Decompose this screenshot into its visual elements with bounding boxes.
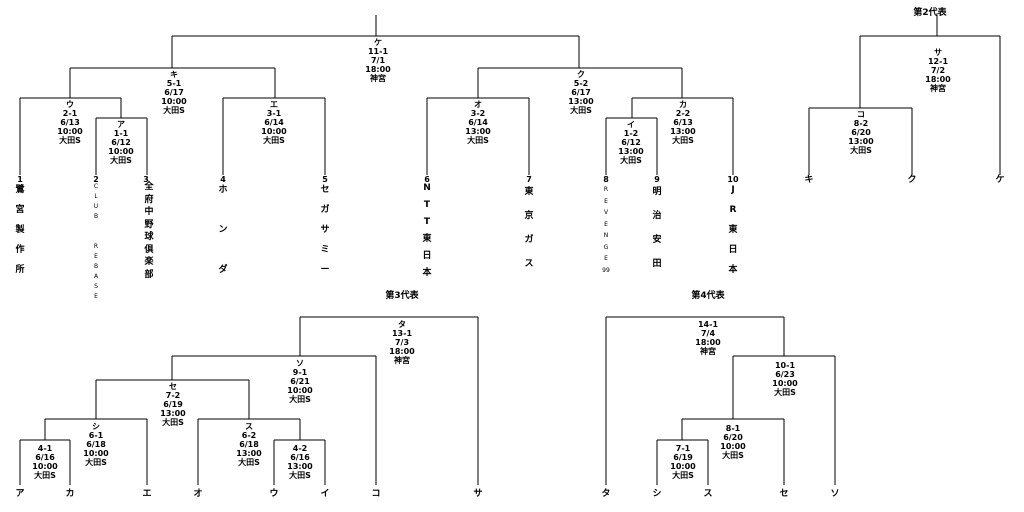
leaf-third-ka: カ — [65, 489, 75, 499]
leaf-fourth-su: ス — [703, 489, 713, 499]
leaf-second-ki: キ — [804, 175, 814, 185]
team-1-name: 鷺 宮 製 作 所 — [15, 185, 25, 275]
team-5-number: 5 — [322, 175, 328, 184]
line-su — [197, 418, 301, 485]
team-1-number: 1 — [17, 175, 23, 184]
leaf-second-ke: ケ — [995, 175, 1005, 185]
line-ku — [477, 67, 683, 98]
line-m141 — [605, 316, 785, 485]
leaf-third-o: オ — [193, 489, 203, 499]
team-8-name: R E V E N G E 99 — [602, 186, 610, 274]
line-m101 — [732, 355, 836, 485]
leaf-fourth-se: セ — [779, 489, 789, 499]
leaf-fourth-so: ソ — [830, 489, 840, 499]
leaf-third-e: エ — [142, 489, 152, 499]
team-6-number: 6 — [424, 175, 430, 184]
team-6-name: N T T 東 日 本 — [422, 183, 432, 278]
title-second: 第2代表 — [913, 8, 947, 18]
title-fourth: 第4代表 — [691, 291, 725, 301]
team-10-name: J R 東 日 本 — [728, 185, 738, 275]
team-5-name: セ ガ サ ミ ー — [320, 185, 330, 275]
title-third: 第3代表 — [385, 291, 419, 301]
line-u — [19, 97, 122, 175]
leaf-third-a: ア — [15, 489, 25, 499]
team-2-number: 2 — [93, 175, 99, 184]
line-ta — [299, 316, 479, 485]
team-9-name: 明 治 安 田 — [652, 187, 662, 269]
line-sa — [859, 15, 1001, 175]
line-a — [95, 117, 148, 175]
line-o — [426, 97, 530, 175]
leaf-third-sa: サ — [473, 489, 483, 499]
line-ka — [631, 97, 734, 175]
line-ko — [808, 107, 913, 175]
team-7-name: 東 京 ガ ス — [524, 187, 534, 269]
team-8-number: 8 — [603, 175, 609, 184]
team-7-number: 7 — [526, 175, 532, 184]
leaf-third-ko: コ — [371, 489, 381, 499]
team-9-number: 9 — [654, 175, 660, 184]
leaf-third-u: ウ — [269, 489, 279, 499]
team-3-number: 3 — [143, 175, 149, 184]
line-i — [605, 117, 658, 175]
line-shi — [44, 418, 148, 485]
line-e — [222, 97, 326, 175]
line-so — [171, 355, 377, 485]
line-m81 — [681, 418, 785, 485]
line-ki — [69, 67, 276, 98]
team-2-name: C L U B R E B A S E — [93, 183, 99, 300]
line-m42 — [273, 439, 326, 485]
line-se — [95, 379, 250, 419]
team-3-name: 全 府 中 野 球 倶 楽 部 — [144, 182, 154, 280]
leaf-third-i: イ — [320, 489, 330, 499]
line-ke — [171, 15, 580, 68]
line-m71 — [656, 439, 709, 485]
line-m41 — [19, 439, 71, 485]
team-4-name: ホ ン ダ — [218, 185, 228, 275]
leaf-fourth-ta: タ — [601, 489, 611, 499]
leaf-second-ku: ク — [907, 175, 917, 185]
team-10-number: 10 — [727, 175, 739, 184]
team-4-number: 4 — [220, 175, 226, 184]
leaf-fourth-shi: シ — [652, 489, 662, 499]
